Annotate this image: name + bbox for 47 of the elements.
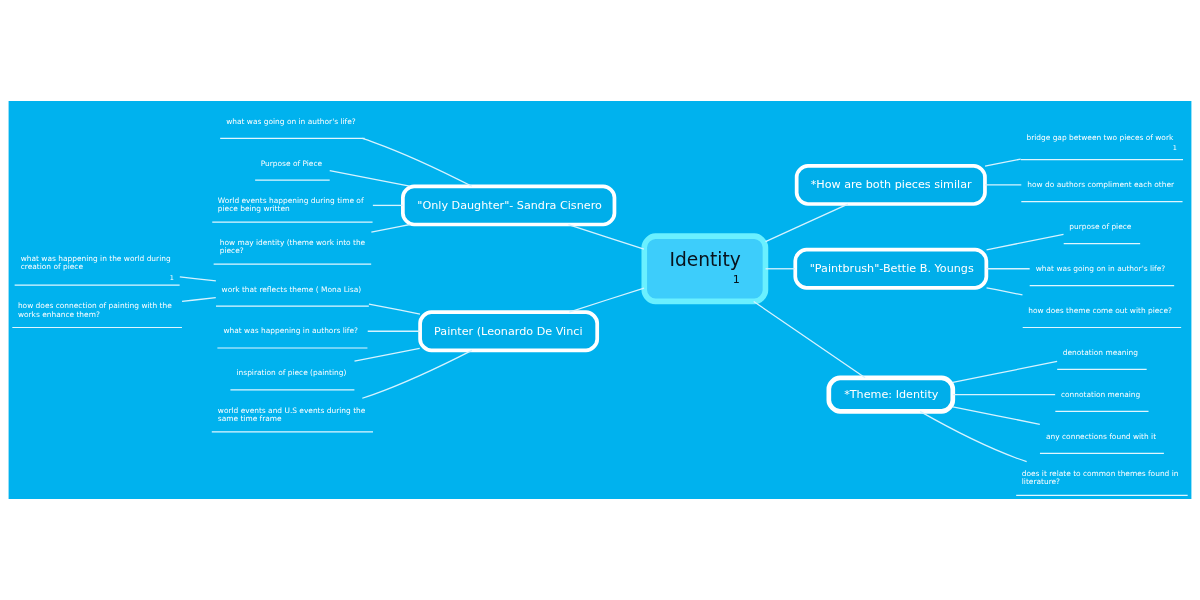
connector [985, 287, 1024, 296]
node-text: how does connection of painting with the works enhance them? [17, 301, 172, 319]
node-text: how does theme come out with piece? [1028, 305, 1172, 315]
connector [984, 184, 1022, 186]
connector [368, 303, 421, 315]
connector [568, 287, 645, 313]
node-text: how may identity (theme work into the piece? [219, 237, 366, 256]
node-text: any connections found with it [1046, 431, 1157, 441]
node-text: inspiration of piece (painting) [236, 368, 347, 378]
connector [181, 297, 217, 303]
connector [753, 300, 866, 379]
node-text: connotation menaing [1060, 389, 1141, 399]
connector [353, 347, 421, 362]
node-box: Identity 1 [641, 233, 769, 305]
connector [764, 203, 849, 243]
connector [952, 406, 1041, 425]
connector [985, 268, 1031, 270]
connector [367, 330, 421, 332]
connector [952, 360, 1058, 383]
connector [361, 137, 473, 187]
connector [952, 393, 1056, 396]
node-text: World events happening during time of piece being written [217, 195, 364, 214]
node-text: purpose of piece [1069, 222, 1132, 232]
node-text: does it relate to common themes found in literature? [1021, 469, 1179, 487]
connector [372, 204, 404, 207]
connector [567, 223, 645, 250]
connector [329, 169, 411, 187]
node-text: world events and U.S events during the same time frame [217, 405, 366, 424]
connector [984, 158, 1022, 167]
node-text: what was going on in author's life? [1035, 264, 1166, 274]
node-text: what was happening in authors life? [223, 326, 358, 336]
node-box: *Theme: Identity [826, 375, 956, 414]
node-text: how do authors compliment each other [1027, 180, 1175, 190]
connector [370, 223, 411, 233]
node-box: "Only Daughter"- Sandra Cisnero [401, 184, 617, 227]
node-text: what was going on in author's life? [226, 116, 356, 126]
connector [919, 410, 1028, 463]
node-text: work that reflects theme ( Mona Lisa) [221, 284, 362, 294]
node-box: "Paintbrush"-Bettie B. Youngs [793, 247, 989, 290]
connector [764, 268, 796, 270]
node-text: Purpose of Piece [260, 158, 323, 168]
node-box: *How are both pieces similar [794, 163, 987, 206]
connector [179, 276, 217, 282]
node-box: Painter (Leonardo De Vinci [418, 310, 600, 353]
connector [361, 349, 473, 399]
node-text: denotation meaning [1062, 347, 1139, 357]
connector [985, 233, 1065, 251]
